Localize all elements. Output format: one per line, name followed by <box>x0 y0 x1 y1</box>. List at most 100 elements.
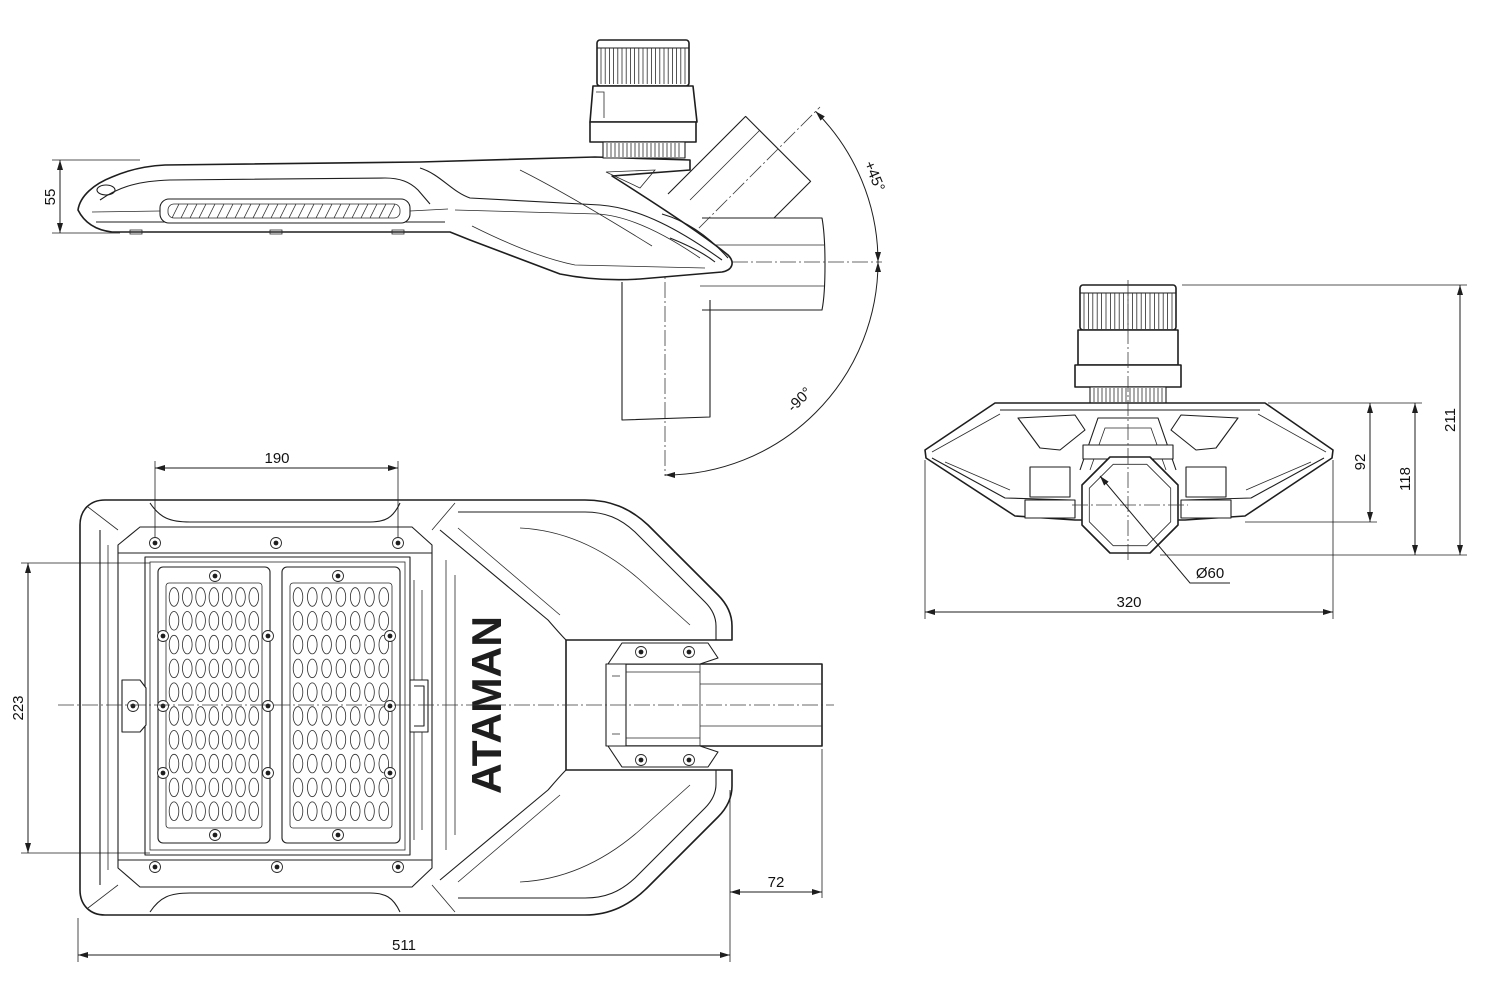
led-lens <box>364 611 375 631</box>
led-lens <box>248 658 260 679</box>
left-wing-lower-line <box>931 457 1073 501</box>
left-wing-recess <box>1017 414 1086 451</box>
led-lens <box>335 634 347 655</box>
sensor-cap-knurling <box>1083 293 1173 329</box>
screw-socket <box>395 540 401 546</box>
right-bracket <box>1185 466 1227 498</box>
screw-socket <box>160 633 166 639</box>
dimension-overall-width-label: 320 <box>1116 594 1141 611</box>
led-lens <box>292 753 304 774</box>
housing-upper-rim <box>99 177 431 205</box>
led-lens <box>221 682 233 702</box>
screw <box>149 861 161 873</box>
led-lens <box>307 730 318 750</box>
top-edge-notch <box>149 502 401 523</box>
led-lens <box>221 611 233 631</box>
screw <box>157 630 169 642</box>
lens-fin <box>360 203 369 219</box>
led-lens <box>208 706 220 726</box>
led-lens <box>195 587 206 607</box>
dimension-height: 55 <box>42 159 140 234</box>
lens-side-inner <box>167 203 401 219</box>
led-lens <box>350 753 361 774</box>
screw <box>262 630 274 642</box>
led-lens <box>292 587 304 607</box>
led-lens <box>378 682 390 702</box>
led-lens <box>307 682 318 702</box>
led-lens <box>235 634 246 655</box>
led-lens <box>208 634 220 655</box>
screw <box>392 537 404 549</box>
screw-socket <box>335 832 341 838</box>
lens-fin <box>324 203 333 219</box>
led-lens <box>350 611 361 631</box>
screw-socket <box>387 770 393 776</box>
led-lens <box>168 706 180 726</box>
led-lens <box>364 801 375 821</box>
housing-sweep-line-2 <box>454 209 701 259</box>
led-lens <box>307 611 318 631</box>
led-lens <box>378 611 390 631</box>
right-wing-lower-line-inner <box>1245 461 1312 491</box>
screw-socket <box>265 703 271 709</box>
led-lens <box>182 658 193 679</box>
led-lens <box>350 658 361 679</box>
screw-socket <box>212 832 218 838</box>
led-lens <box>208 658 220 679</box>
led-lenses <box>168 587 390 821</box>
led-lens <box>182 611 193 631</box>
led-lens <box>292 611 304 631</box>
led-lens <box>168 801 180 821</box>
led-lens <box>248 706 260 726</box>
led-lens <box>248 634 260 655</box>
screw-socket <box>335 573 341 579</box>
led-lens <box>292 634 304 655</box>
dimension-module-width: 190 <box>154 450 399 537</box>
housing-sweep-line-1 <box>419 167 723 261</box>
dimension-overall-width: 320 <box>924 460 1334 619</box>
led-lens <box>292 730 304 750</box>
wing-upper-crease <box>519 527 691 626</box>
led-lens <box>235 730 246 750</box>
led-lens <box>182 730 193 750</box>
screw <box>157 700 169 712</box>
led-lens <box>221 587 233 607</box>
wing-lower-diagonal <box>439 769 567 881</box>
housing-corner-chamfer-top <box>87 502 456 531</box>
sensor-cap-knurling <box>600 48 686 84</box>
led-lens <box>208 777 220 798</box>
dimension-pole-overhang: 72 <box>730 749 823 898</box>
screw <box>332 570 344 582</box>
clamp-upper <box>607 642 719 665</box>
screw-socket <box>638 757 644 763</box>
right-wing-recess <box>1170 414 1239 451</box>
module-carrier-inner <box>149 561 406 851</box>
screw <box>384 700 396 712</box>
led-lens <box>195 730 206 750</box>
led-lens <box>292 682 304 702</box>
right-latch-tab <box>409 679 429 733</box>
dimension-height-label: 55 <box>42 189 59 206</box>
dimension-overall-length-label: 511 <box>392 937 416 954</box>
led-lens <box>235 658 246 679</box>
led-lens <box>307 777 318 798</box>
led-lens <box>364 730 375 750</box>
housing-corner-chamfer-bottom <box>87 884 456 913</box>
center-hump <box>1079 417 1177 471</box>
lens-fin <box>189 203 198 219</box>
sensor-collar <box>589 121 697 143</box>
led-lens <box>321 706 332 726</box>
led-lens <box>221 753 233 774</box>
led-lens <box>235 801 246 821</box>
screw-socket <box>273 540 279 546</box>
dimension-wing-height-label: 92 <box>1352 454 1369 471</box>
led-lens <box>168 777 180 798</box>
screw <box>262 700 274 712</box>
lens-fin <box>297 203 306 219</box>
led-lens <box>350 730 361 750</box>
led-lens <box>321 611 332 631</box>
sensor-neck-ribs <box>1093 388 1163 402</box>
led-lens <box>235 753 246 774</box>
led-lens <box>378 587 390 607</box>
dimension-wing-height: 92 <box>1245 403 1377 523</box>
